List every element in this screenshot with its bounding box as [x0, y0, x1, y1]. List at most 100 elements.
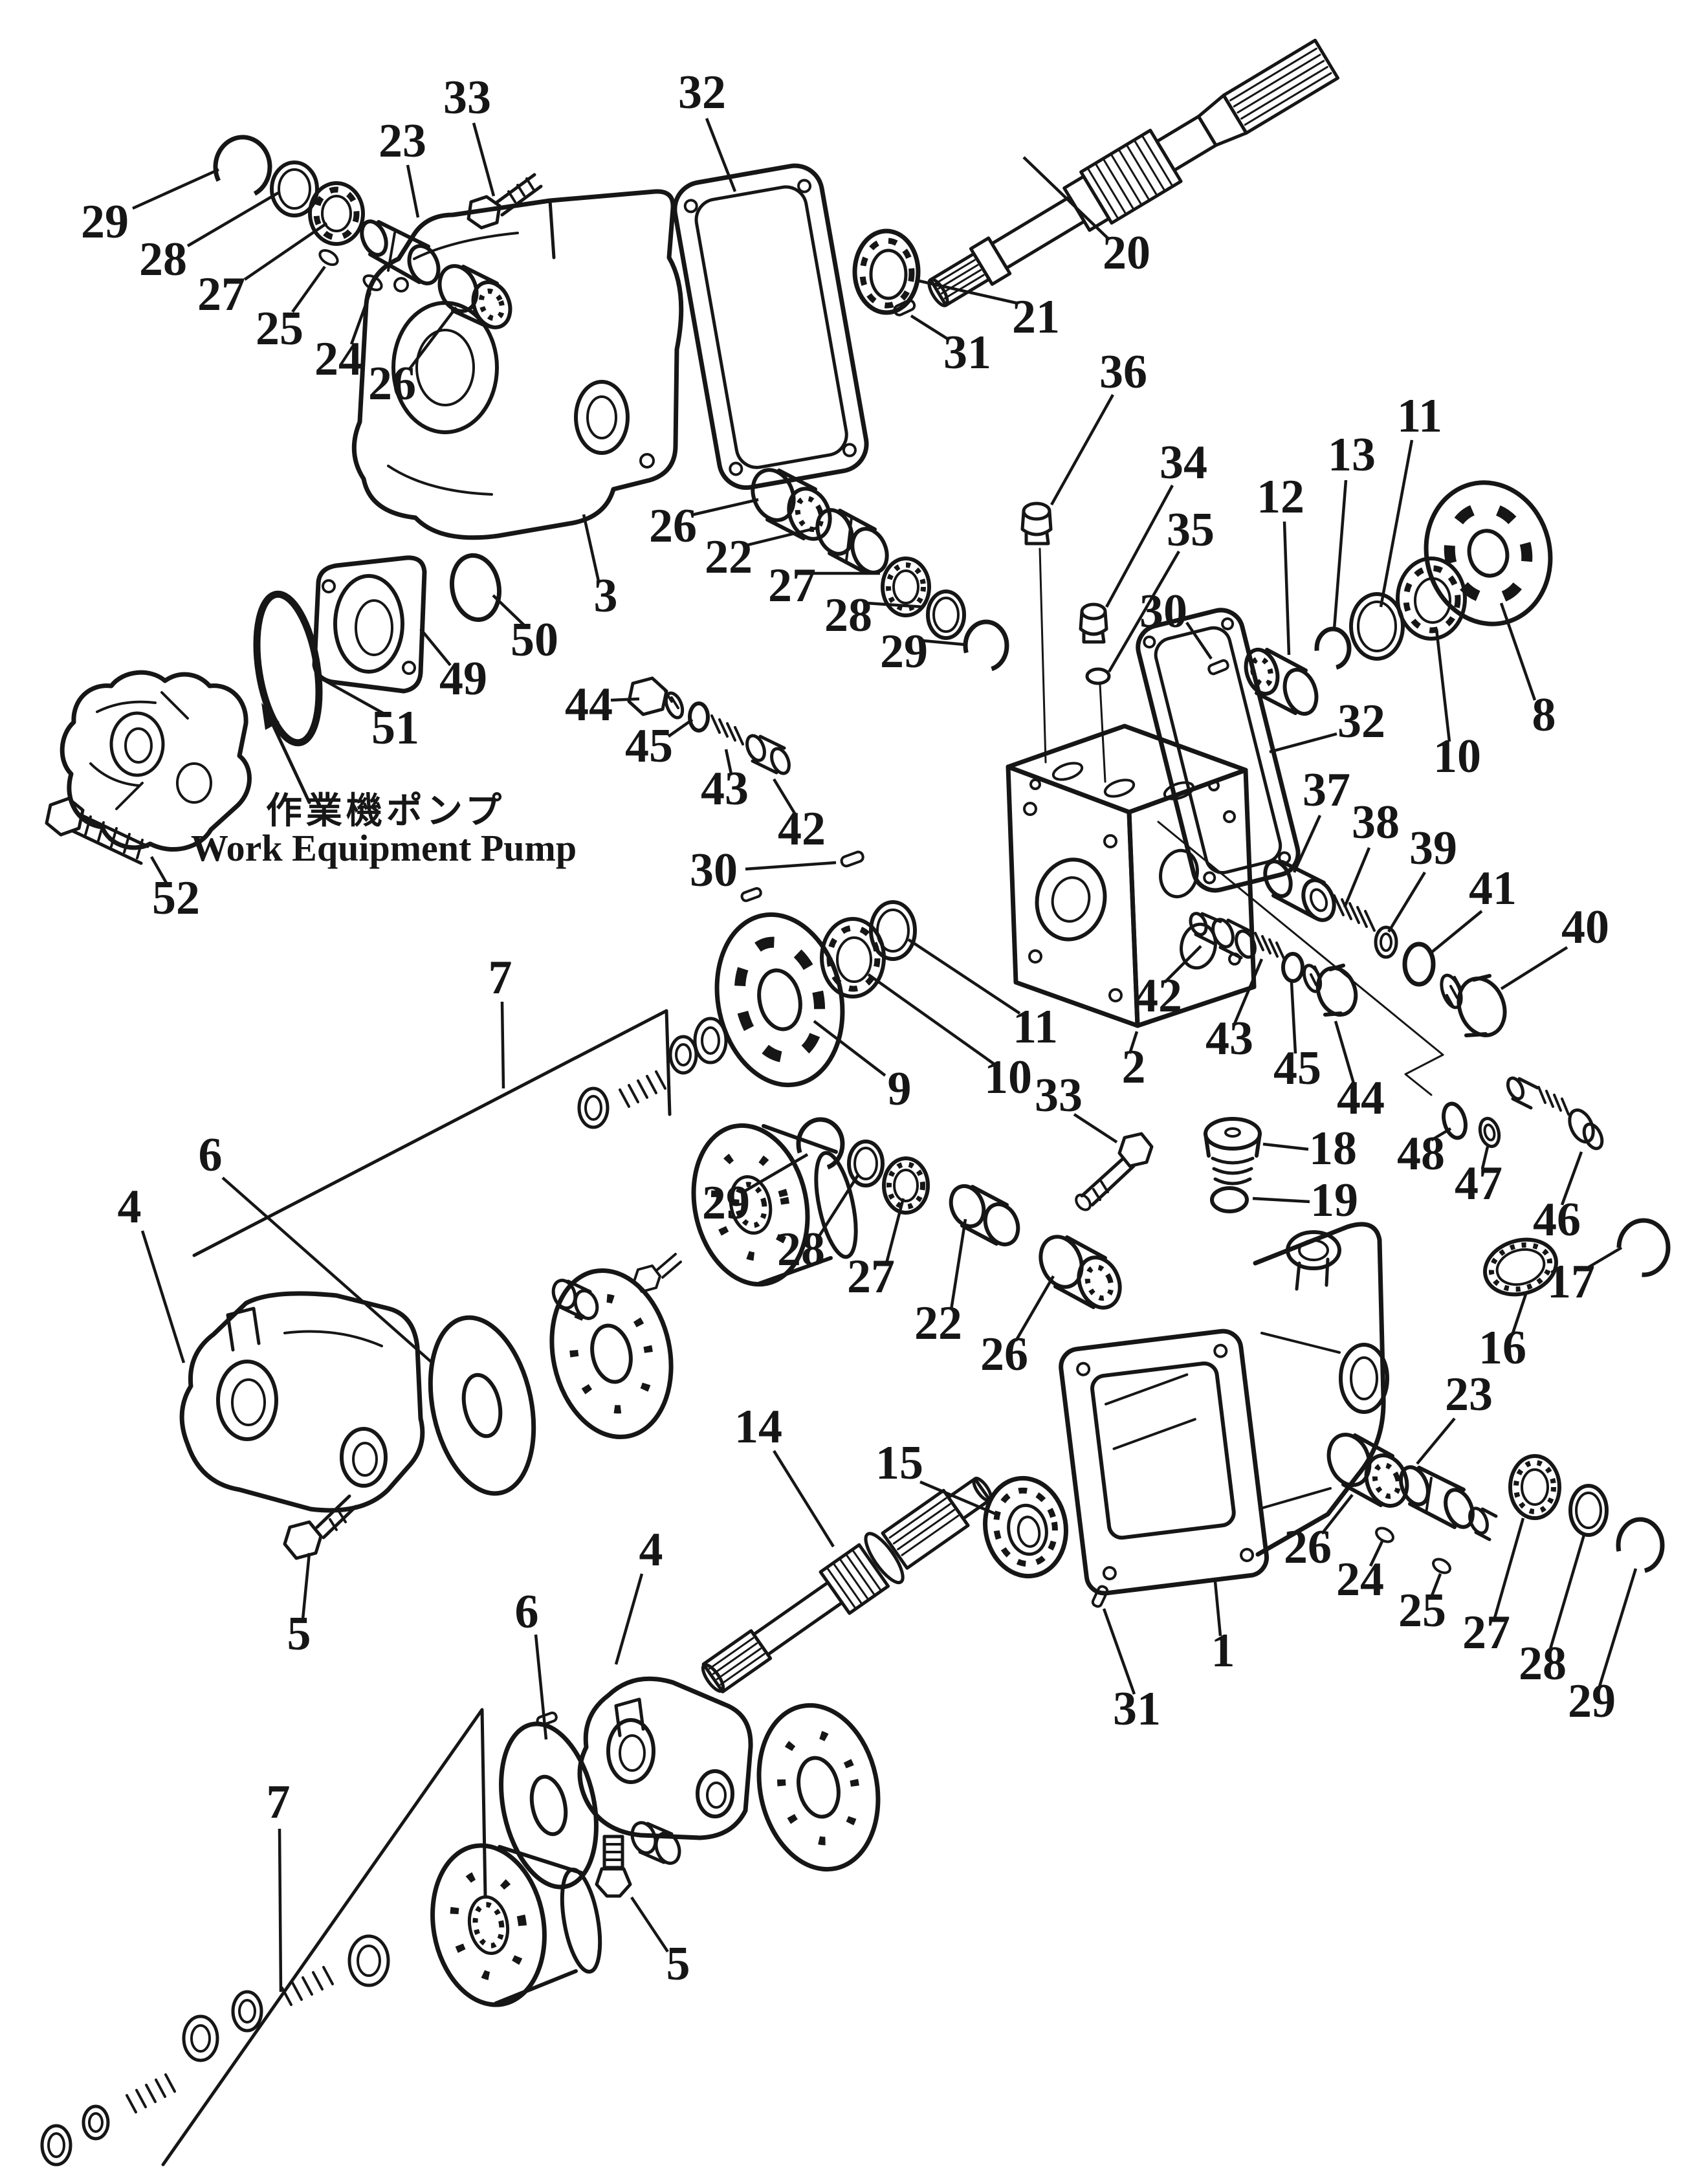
washer-B5: [347, 1934, 390, 1987]
spacer-12-part: [1244, 647, 1319, 716]
callout-46: 46: [1533, 1193, 1581, 1246]
needle-bearing-26d-part: [1326, 1433, 1409, 1508]
leader-line-33: [1073, 1113, 1118, 1143]
pin-30b-part: [840, 850, 864, 868]
leader-line-32: [705, 118, 737, 192]
leader-line-44: [1334, 1020, 1356, 1084]
callout-4: 4: [639, 1523, 663, 1576]
leader-line-7: [278, 1828, 283, 1992]
callout-28: 28: [139, 233, 187, 286]
callout-27: 27: [847, 1250, 895, 1303]
washer-39-part: [1374, 925, 1398, 959]
callout-14: 14: [734, 1400, 782, 1453]
callout-16: 16: [1479, 1321, 1526, 1374]
snap-ring-29c-part: [796, 1117, 845, 1171]
valve-spool-42-part: [1189, 912, 1257, 960]
leader-line-24: [1369, 1541, 1384, 1567]
washer-B1: [40, 2124, 72, 2167]
leader-line-28: [186, 192, 280, 247]
spring-43a-part: [710, 714, 744, 745]
leader-line-5: [301, 1552, 311, 1620]
callout-29: 29: [1568, 1675, 1616, 1728]
pin-31b-part: [1091, 1585, 1109, 1608]
cylinder-barrel-B-part: [430, 1843, 602, 2007]
gasket-32-front-part: [672, 163, 869, 491]
leader-line-23: [1416, 1417, 1456, 1465]
washer-B2: [82, 2104, 110, 2141]
leader-line-31: [910, 314, 949, 340]
callout-28: 28: [777, 1223, 825, 1276]
leader-line-30: [745, 861, 837, 871]
plug-34-part: [1079, 602, 1108, 644]
leader-line-22: [747, 526, 817, 547]
callout-25: 25: [256, 302, 303, 355]
caption-english: Work Equipment Pump: [191, 827, 577, 869]
leader-line-26: [1015, 1275, 1055, 1342]
callout-38: 38: [1352, 796, 1400, 849]
bushing-22-part: [815, 508, 889, 575]
o-ring-45a-part: [688, 701, 710, 733]
callout-26: 26: [1284, 1521, 1332, 1574]
axis-step-line: [1404, 1053, 1444, 1096]
leader-line-31: [1102, 1608, 1136, 1695]
leader-line-19: [1252, 1197, 1310, 1204]
leader-line-48: [1430, 1127, 1452, 1142]
o-ring-50-part: [449, 553, 502, 623]
leader-line-7: [500, 1001, 505, 1089]
pin-30-part: [1207, 659, 1229, 676]
callout-44: 44: [1337, 1072, 1385, 1125]
callout-6: 6: [199, 1129, 223, 1182]
snap-ring-29-part: [213, 135, 272, 199]
callout-19: 19: [1310, 1174, 1358, 1227]
washer-small-A3: [693, 1017, 728, 1064]
pin-31-part: [893, 299, 916, 316]
leader-line-14: [773, 1450, 835, 1548]
leader-line-12: [1282, 521, 1291, 656]
callout-35: 35: [1167, 503, 1215, 557]
servo-piston-23b-part: [1399, 1465, 1498, 1541]
bearing-27-part: [308, 181, 365, 246]
callout-31: 31: [1113, 1682, 1161, 1736]
thrust-disc-6b-part: [499, 1721, 599, 1890]
callout-12: 12: [1257, 470, 1304, 524]
callout-44: 44: [565, 678, 613, 731]
bracket-7b-line: [161, 1708, 487, 2167]
front-housing-3-part: [351, 189, 684, 540]
thrust-disc-6-part: [428, 1315, 536, 1496]
cradle-4-part: [179, 1291, 425, 1513]
plug-40-part: [1440, 973, 1507, 1037]
leader-line-11: [907, 938, 1021, 1015]
callout-23: 23: [1445, 1368, 1493, 1421]
callout-45: 45: [625, 720, 673, 773]
callout-41: 41: [1469, 862, 1517, 915]
callout-27: 27: [768, 559, 816, 612]
leader-line-29: [1598, 1568, 1638, 1687]
snap-ring-29b-part: [963, 619, 1009, 672]
leader-line-35: [1108, 550, 1180, 673]
callout-5: 5: [287, 1607, 311, 1660]
leader-line-29: [132, 168, 219, 210]
leader-line-26: [408, 306, 457, 370]
leader-line-50: [492, 594, 527, 628]
callout-51: 51: [371, 701, 419, 755]
callout-1: 1: [1211, 1624, 1235, 1677]
plug-36-part: [1020, 502, 1053, 764]
bracket-7-line: [192, 1009, 672, 1257]
leader-line-18: [1262, 1142, 1309, 1151]
leader-line-27: [243, 222, 328, 281]
bolt-33b-part: [1075, 1132, 1154, 1211]
o-ring-35-part: [1085, 667, 1111, 783]
callout-6: 6: [515, 1585, 539, 1638]
leader-line-21: [918, 279, 1017, 305]
caption-arrow: [261, 703, 311, 804]
bearing-27c-part: [882, 1156, 930, 1215]
leader-line-15: [919, 1480, 997, 1516]
callout-4: 4: [118, 1180, 142, 1233]
leader-line-25: [1429, 1573, 1442, 1598]
leader-line-44: [610, 697, 640, 702]
bolt-5b-part: [595, 1835, 632, 1898]
leader-line-38: [1343, 847, 1371, 908]
leader-line-42: [1163, 945, 1202, 984]
